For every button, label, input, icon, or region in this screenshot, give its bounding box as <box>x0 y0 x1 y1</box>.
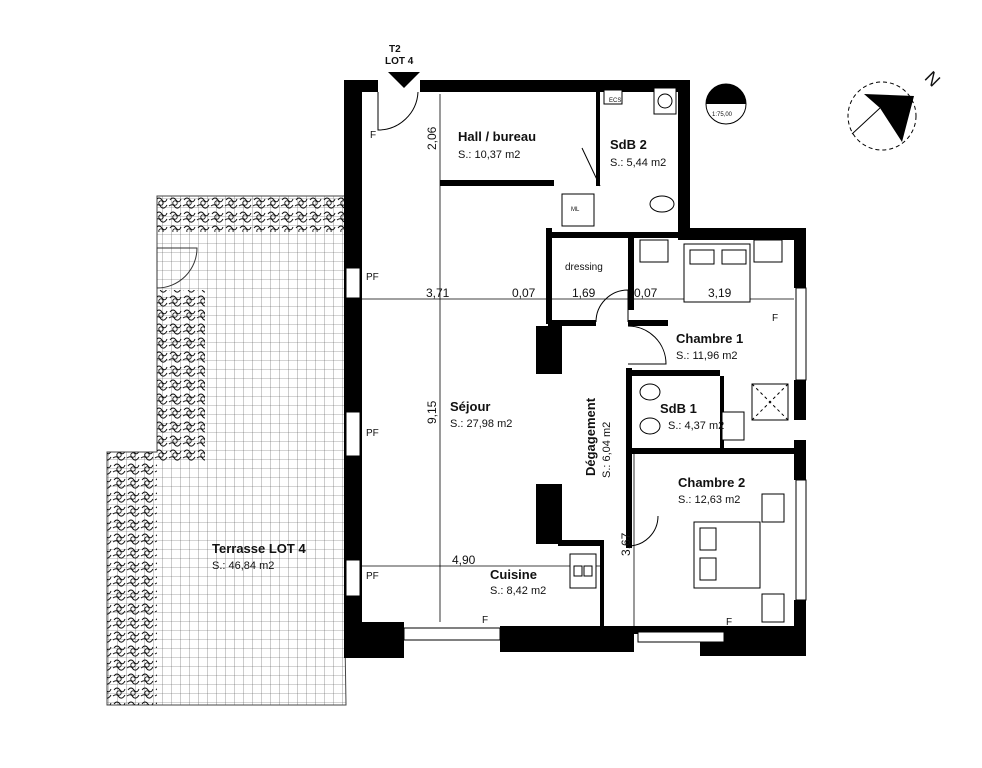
label-f-chambre2: F <box>726 617 733 628</box>
room-area-terrasse: S.: 46,84 m2 <box>212 560 275 572</box>
room-name-chambre1: Chambre 1 <box>676 331 744 346</box>
room-area-sdb2: S.: 5,44 m2 <box>610 157 667 169</box>
lot-label-line2: LOT 4 <box>385 56 414 67</box>
north-arrow-icon <box>847 81 917 151</box>
room-name-sdb2: SdB 2 <box>610 137 647 152</box>
sdb2-door <box>581 147 601 187</box>
scale-badge <box>705 83 747 125</box>
dim-206: 2,06 <box>425 126 439 150</box>
dim-169: 1,69 <box>572 286 596 300</box>
hedge-top <box>157 196 345 232</box>
fixtures <box>561 87 789 623</box>
exterior-walls <box>344 80 806 658</box>
dim-490: 4,90 <box>452 553 476 567</box>
degagement-door-arc <box>627 325 667 365</box>
dim-007b: 0,07 <box>634 286 658 300</box>
entry-arrow-icon <box>388 72 420 88</box>
room-area-sejour: S.: 27,98 m2 <box>450 418 513 430</box>
dim-915: 9,15 <box>425 400 439 424</box>
label-f-entry: F <box>370 130 377 141</box>
toilet-sdb2 <box>649 195 675 213</box>
windows <box>345 267 807 643</box>
room-area-chambre2: S.: 12,63 m2 <box>678 494 741 506</box>
room-name-hall: Hall / bureau <box>458 129 537 144</box>
room-name-cuisine: Cuisine <box>490 567 537 582</box>
hedge-left-upper <box>157 290 205 462</box>
room-area-cuisine: S.: 8,42 m2 <box>490 585 547 597</box>
dim-367: 3,67 <box>619 532 633 556</box>
label-f-cuisine: F <box>482 615 489 626</box>
room-area-hall: S.: 10,37 m2 <box>458 149 521 161</box>
label-ml: ML <box>571 207 580 213</box>
room-name-dressing: dressing <box>565 262 603 273</box>
room-area-sdb1: S.: 4,37 m2 <box>668 420 725 432</box>
room-area-chambre1: S.: 11,96 m2 <box>676 350 738 362</box>
terrace <box>106 195 347 706</box>
doors <box>377 91 667 547</box>
label-ecs: ECS <box>609 98 622 104</box>
room-area-degagement: S.: 6,04 m2 <box>601 421 613 478</box>
scale-label: 1:75,00 <box>712 112 733 118</box>
label-f-chambre1: F <box>772 313 779 324</box>
room-name-sejour: Séjour <box>450 399 491 414</box>
room-name-degagement: Dégagement <box>583 397 598 476</box>
bidet-sdb1 <box>639 417 661 435</box>
hedge-left-lower <box>107 452 157 705</box>
chambre1-door-arc <box>595 289 629 323</box>
sink-sdb1 <box>721 411 745 441</box>
entry-door-arc <box>377 91 419 131</box>
label-pf-2: PF <box>366 428 379 439</box>
room-name-chambre2: Chambre 2 <box>678 475 746 490</box>
terrace-gate-arc <box>156 247 198 289</box>
room-name-terrasse: Terrasse LOT 4 <box>212 541 306 556</box>
washing-machine <box>561 193 595 227</box>
toilet-sdb1 <box>639 383 661 401</box>
label-pf-3: PF <box>366 571 379 582</box>
label-pf-1: PF <box>366 272 379 283</box>
lot-label-line1: T2 <box>389 44 401 55</box>
dim-319: 3,19 <box>708 286 732 300</box>
chambre2-door-arc <box>627 515 659 547</box>
dim-007a: 0,07 <box>512 286 536 300</box>
room-name-sdb1: SdB 1 <box>660 401 697 416</box>
dim-371: 3,71 <box>426 286 450 300</box>
